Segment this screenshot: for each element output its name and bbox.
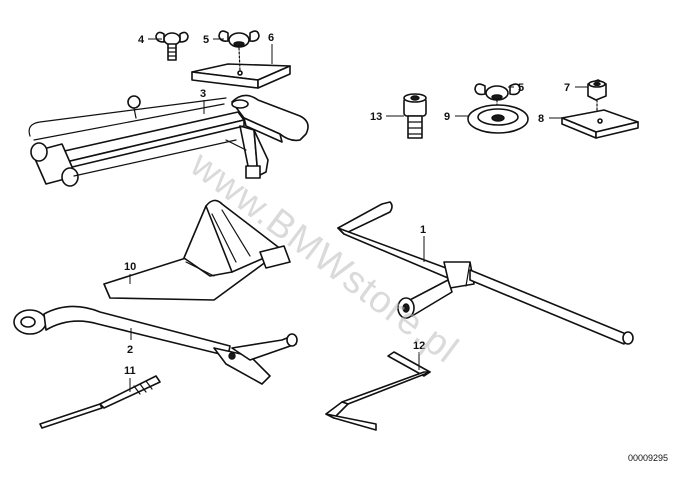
callout-4: 4 (138, 34, 145, 46)
callout-11: 11 (124, 365, 136, 377)
callout-13: 13 (370, 111, 382, 123)
callout-3: 3 (200, 88, 206, 100)
part-12-hex-key[interactable] (325, 351, 431, 431)
callout-12: 12 (413, 340, 425, 352)
callout-6: 6 (268, 32, 274, 44)
callout-5b: 5 (518, 82, 524, 94)
part-5-wing-nut-top[interactable] (218, 30, 260, 48)
callout-9: 9 (444, 111, 450, 123)
callout-2: 2 (127, 344, 133, 356)
callout-10: 10 (124, 261, 136, 273)
callout-5a: 5 (203, 34, 209, 46)
part-8-clamp-plate[interactable] (561, 109, 639, 139)
reference-number: 00009295 (628, 453, 668, 463)
part-3-jack[interactable] (28, 94, 309, 187)
part-7-nut[interactable] (587, 79, 607, 115)
part-1-crank-bar[interactable] (337, 201, 634, 345)
part-11-screwdriver[interactable] (39, 375, 161, 429)
part-10-wheel-chock[interactable] (103, 199, 291, 301)
part-6-bracket-plate[interactable] (191, 47, 291, 89)
part-4-wing-bolt[interactable] (155, 31, 189, 61)
part-13-bolt[interactable] (403, 93, 427, 139)
callout-8: 8 (538, 113, 544, 125)
callout-1: 1 (420, 224, 426, 236)
part-2-wheel-brace[interactable] (13, 305, 298, 385)
part-9-washer[interactable] (467, 104, 529, 134)
callout-7: 7 (564, 82, 570, 94)
